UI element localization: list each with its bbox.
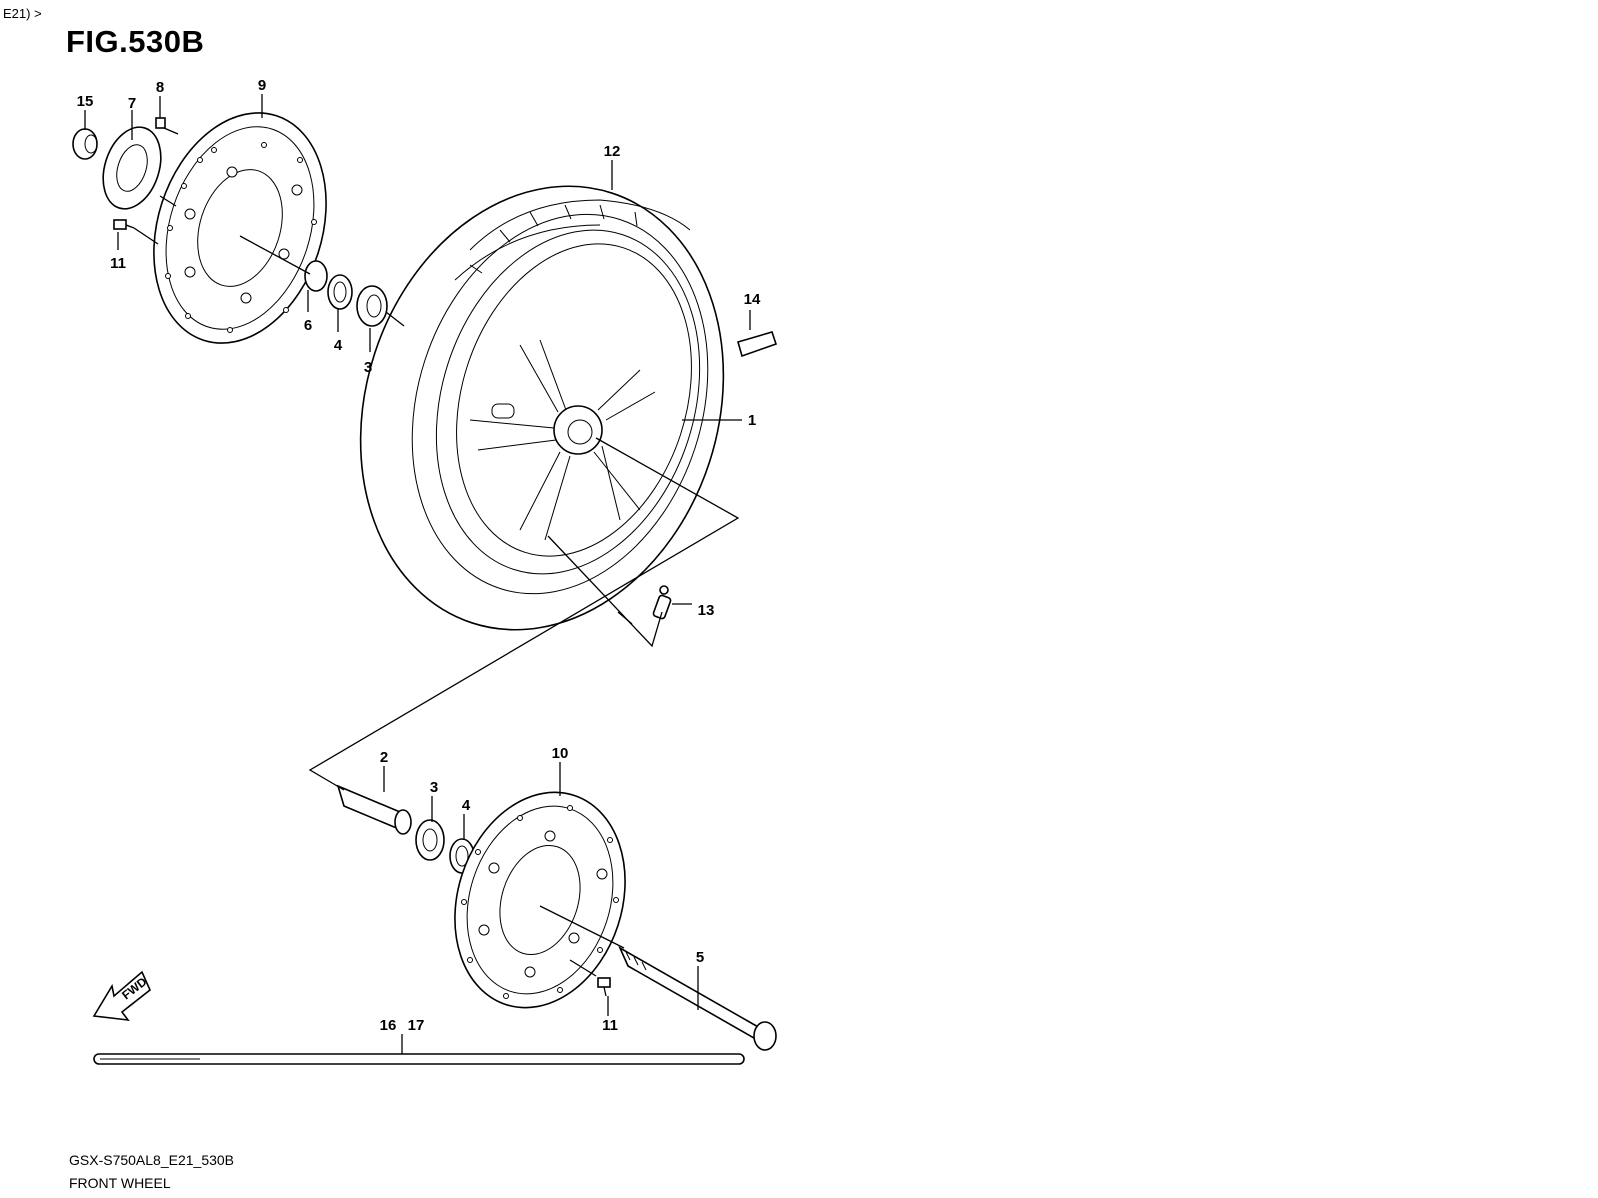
part-label-14[interactable]: 14 bbox=[744, 291, 761, 308]
part-label-3-lower[interactable]: 3 bbox=[430, 779, 438, 796]
footer-section-name: FRONT WHEEL bbox=[69, 1175, 171, 1191]
bearing-lower[interactable] bbox=[415, 819, 445, 861]
part-label-17[interactable]: 17 bbox=[408, 1017, 425, 1034]
spacer-upper[interactable] bbox=[304, 260, 328, 292]
part-label-7[interactable]: 7 bbox=[128, 95, 136, 112]
part-label-2[interactable]: 2 bbox=[380, 749, 388, 766]
part-label-11-lower[interactable]: 11 bbox=[602, 1017, 618, 1034]
disc-bolt-upper[interactable] bbox=[113, 219, 135, 230]
part-label-4-upper[interactable]: 4 bbox=[334, 337, 343, 354]
part-label-12[interactable]: 12 bbox=[604, 143, 621, 160]
part-label-6[interactable]: 6 bbox=[304, 317, 312, 334]
part-label-3-upper[interactable]: 3 bbox=[364, 359, 372, 376]
part-label-1[interactable]: 1 bbox=[748, 412, 756, 429]
leader-lines bbox=[84, 94, 751, 1054]
disc-bolt-lower[interactable] bbox=[597, 977, 611, 997]
front-axle[interactable] bbox=[618, 946, 777, 1051]
part-label-8[interactable]: 8 bbox=[156, 79, 164, 96]
assembly-bar[interactable] bbox=[93, 1053, 745, 1065]
front-wheel-tire[interactable] bbox=[305, 139, 779, 678]
part-label-15[interactable]: 15 bbox=[77, 93, 94, 110]
figure-title: FIG.530B bbox=[66, 24, 205, 59]
part-label-10[interactable]: 10 bbox=[552, 745, 569, 762]
footer-model-code: GSX-S750AL8_E21_530B bbox=[69, 1152, 235, 1168]
fwd-arrow-icon bbox=[92, 970, 151, 1022]
screw-small[interactable] bbox=[155, 117, 166, 129]
tire-valve[interactable] bbox=[652, 585, 672, 620]
part-label-5[interactable]: 5 bbox=[696, 949, 704, 966]
axle-spacer[interactable] bbox=[336, 784, 412, 835]
part-label-11-upper[interactable]: 11 bbox=[110, 255, 126, 272]
part-label-16[interactable]: 16 bbox=[380, 1017, 397, 1034]
breadcrumb[interactable]: E21) > bbox=[3, 6, 42, 21]
dust-seal-upper[interactable] bbox=[327, 274, 353, 310]
bearing-upper[interactable] bbox=[356, 285, 388, 327]
nut[interactable] bbox=[72, 128, 98, 160]
part-label-4-lower[interactable]: 4 bbox=[462, 797, 471, 814]
balance-weight[interactable] bbox=[737, 331, 778, 358]
part-label-9[interactable]: 9 bbox=[258, 77, 266, 94]
sensor-rotor-ring[interactable] bbox=[93, 120, 170, 217]
brake-disc-lower[interactable] bbox=[428, 770, 652, 1030]
part-label-13[interactable]: 13 bbox=[698, 602, 715, 619]
brake-disc-upper[interactable] bbox=[126, 90, 355, 365]
